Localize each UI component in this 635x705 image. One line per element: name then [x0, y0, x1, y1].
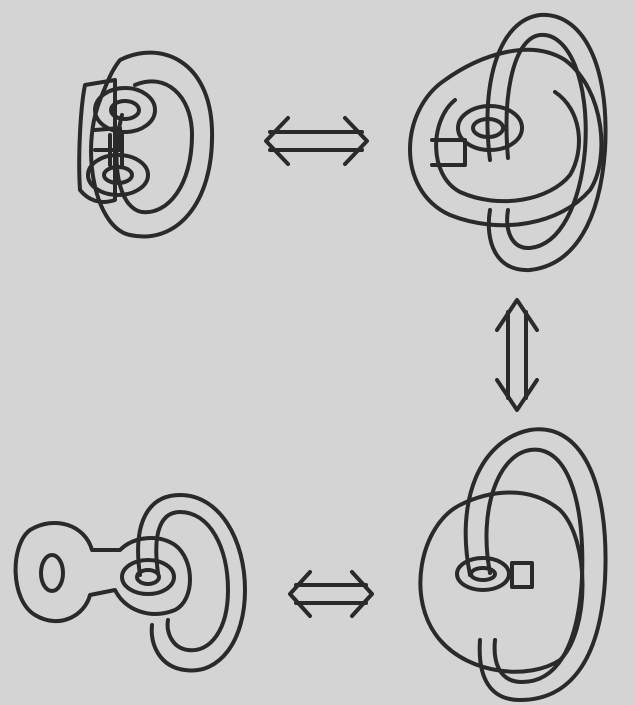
diagram-canvas: [0, 0, 635, 705]
